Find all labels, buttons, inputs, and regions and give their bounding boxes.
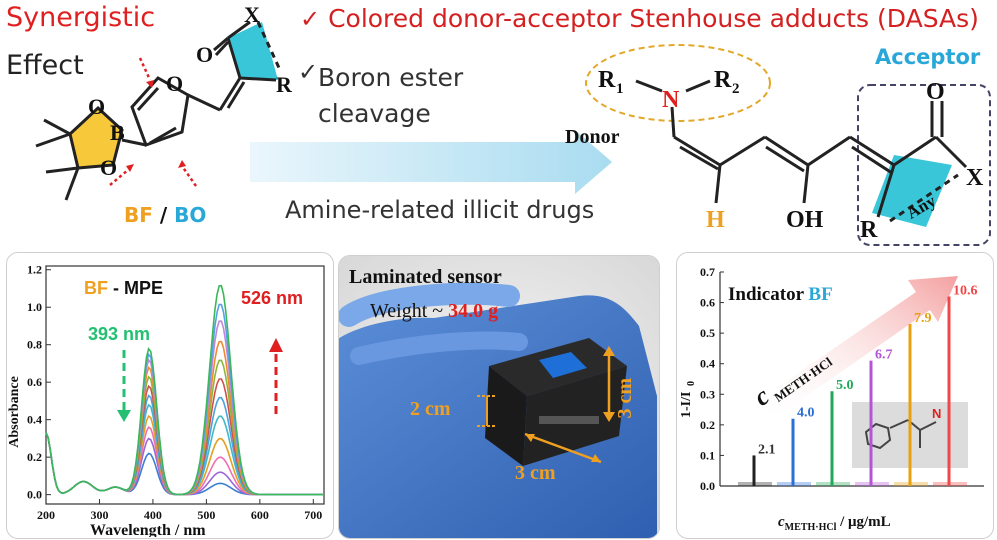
y-tick-label: 0.1 xyxy=(700,448,715,462)
indicator-ylabel: 1-I/I 0 xyxy=(679,381,697,418)
x-tick-label: 500 xyxy=(197,508,215,522)
y-tick-label: 0.0 xyxy=(700,479,715,493)
dim-depth: 3 cm xyxy=(614,378,636,419)
indicator-xlabel: cMETH·HCl / μg/mL xyxy=(778,514,891,533)
y-tick-label: 0.2 xyxy=(700,418,715,432)
sensor-weight: Weight ~ 34.0 g xyxy=(370,300,499,322)
x-tick-label: 700 xyxy=(304,508,322,522)
x-tick-label: 400 xyxy=(144,508,162,522)
bar-value-label: 2.1 xyxy=(758,442,776,457)
spectrum-series-line xyxy=(45,378,324,496)
indicator-chart: N 0.0 0.1 0.2 0.3 0.4 0.5 0.6 0.7 2.1 4.0 5.0 6.7 7… xyxy=(679,265,984,533)
check-icon: ✓ xyxy=(300,5,321,33)
feature-dasa: ✓ Colored donor-acceptor Stenhouse adduc… xyxy=(300,4,979,33)
svg-text:R: R xyxy=(714,67,732,93)
svg-text:R: R xyxy=(860,217,878,243)
spectrum-series-line xyxy=(45,432,324,496)
spectrum-title: BF - MPE xyxy=(84,278,163,298)
annotation-393: 393 nm xyxy=(88,324,150,344)
svg-text:OH: OH xyxy=(786,207,824,233)
annotation-526: 526 nm xyxy=(241,288,303,308)
sensor-title: Laminated sensor xyxy=(349,266,502,288)
feature-boron-ester: Boron ester cleavage xyxy=(318,63,464,128)
dim-height: 2 cm xyxy=(410,398,451,420)
svg-text:O: O xyxy=(88,94,105,119)
y-tick-label: 0.4 xyxy=(700,357,715,371)
svg-text:X: X xyxy=(966,165,984,191)
svg-text:O: O xyxy=(166,71,183,96)
spectrum-xlabel: Wavelength / nm xyxy=(90,522,206,537)
spectrum-ylabel: Absorbance xyxy=(7,376,22,448)
svg-text:H: H xyxy=(706,207,725,233)
bar-value-label: 5.0 xyxy=(836,378,854,393)
spectrum-series-line xyxy=(45,432,324,496)
feature-dasa-text: Colored donor-acceptor Stenhouse adducts… xyxy=(328,4,979,33)
svg-text:N: N xyxy=(662,87,680,113)
y-tick-label: 0.3 xyxy=(700,387,715,401)
reaction-arrow xyxy=(250,130,612,194)
title-synergistic: Synergistic xyxy=(6,2,156,33)
svg-text:O: O xyxy=(100,155,117,180)
bar-value-label: 4.0 xyxy=(797,406,815,421)
y-tick-label: 0.4 xyxy=(27,413,42,427)
spectrum-series-line xyxy=(45,394,324,496)
y-tick-label: 0.2 xyxy=(27,450,42,464)
sensor-window xyxy=(539,352,587,378)
bar-value-label: 6.7 xyxy=(875,348,893,363)
x-tick-label: 300 xyxy=(90,508,108,522)
svg-text:B: B xyxy=(110,120,125,145)
y-tick-label: 0.8 xyxy=(27,338,42,352)
y-tick-label: 1.0 xyxy=(27,300,42,314)
y-tick-label: 1.2 xyxy=(27,263,42,277)
y-tick-label: 0.6 xyxy=(27,375,42,389)
analyte-label: Amine-related illicit drugs xyxy=(285,196,595,224)
dim-width: 3 cm xyxy=(515,462,556,484)
spectrum-series-line xyxy=(45,426,324,496)
donor-label: Donor xyxy=(565,126,620,148)
y-tick-label: 0.7 xyxy=(700,265,715,279)
svg-text:O: O xyxy=(926,79,945,105)
spectrum-series-line xyxy=(45,284,324,496)
svg-text:O: O xyxy=(196,42,213,67)
svg-text:2: 2 xyxy=(732,81,740,97)
svg-text:N: N xyxy=(932,406,941,421)
svg-text:1-I/I: 1-I/I xyxy=(679,392,694,418)
y-tick-label: 0.0 xyxy=(27,488,42,502)
acceptor-label: Acceptor xyxy=(875,45,981,69)
x-tick-label: 600 xyxy=(251,508,269,522)
svg-text:1: 1 xyxy=(616,81,624,97)
sensor-photo xyxy=(339,256,659,538)
reactant-structure: O B O O O X R xyxy=(35,2,293,201)
svg-text:R: R xyxy=(598,67,616,93)
compound-labels: BF / BO xyxy=(124,203,207,227)
spectrum-series-line xyxy=(45,359,324,496)
spectrum-frame xyxy=(45,265,325,505)
x-tick-label: 200 xyxy=(37,508,55,522)
spectrum-series-line xyxy=(45,403,324,496)
weight-value: 34.0 g xyxy=(448,300,499,322)
svg-text:X: X xyxy=(244,2,260,27)
bar-value-label: 7.9 xyxy=(914,311,932,326)
svg-text:0: 0 xyxy=(686,381,697,386)
bar-value-label: 10.6 xyxy=(953,283,978,298)
y-tick-label: 0.5 xyxy=(700,326,715,340)
svg-text:R: R xyxy=(276,72,293,97)
title-effect: Effect xyxy=(6,50,84,81)
spectrum-series-line xyxy=(45,340,324,496)
product-structure: R 1 R 2 N H OH O X R Any xyxy=(585,44,991,246)
y-tick-label: 0.6 xyxy=(700,296,715,310)
indicator-title: Indicator BF xyxy=(728,284,833,305)
sensor-photo-panel xyxy=(338,255,660,539)
check-icon: ✓ xyxy=(298,58,319,86)
spectrum-series-line xyxy=(45,320,324,496)
